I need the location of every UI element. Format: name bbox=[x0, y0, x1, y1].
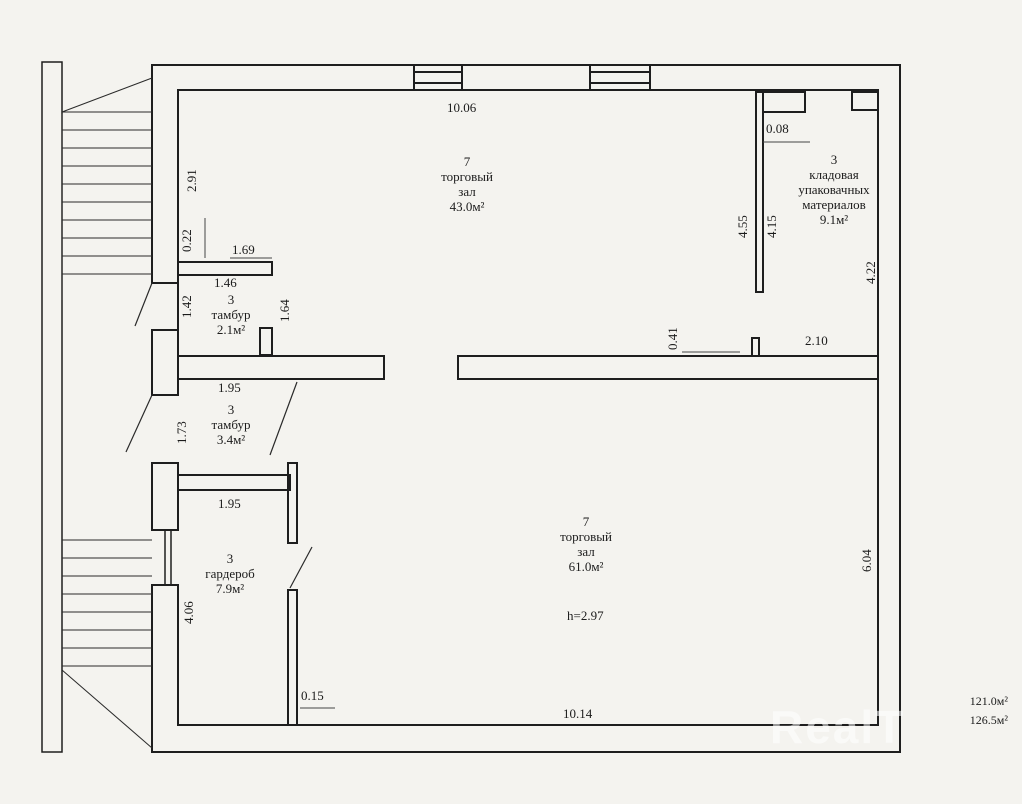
room-vestibule-1: 3 тамбур 2.1м² bbox=[196, 292, 266, 337]
dim-wall-gap: 0.41 bbox=[665, 327, 680, 350]
dim-storage-h1: 4.55 bbox=[735, 215, 750, 238]
partition-left bbox=[177, 355, 385, 380]
room-wardrobe: 3 гардероб 7.9м² bbox=[190, 551, 270, 596]
total-area-2: 126.5м² bbox=[969, 713, 1008, 727]
room-name: тамбур bbox=[211, 417, 251, 432]
storage-niche-right bbox=[851, 91, 879, 111]
dim-vestibule1-width: 1.46 bbox=[214, 275, 237, 290]
staircase-lower bbox=[61, 539, 153, 749]
dim-wardrobe-height: 4.06 bbox=[181, 601, 196, 624]
room-number: 3 bbox=[227, 402, 235, 417]
wall-wardrobe-post bbox=[287, 462, 298, 544]
window-top-right bbox=[589, 64, 651, 91]
room-name: кладовая bbox=[809, 167, 859, 182]
window-top-left bbox=[413, 64, 463, 91]
room-area: 2.1м² bbox=[216, 322, 246, 337]
dimension-lines bbox=[204, 141, 810, 709]
room-number: 7 bbox=[582, 514, 590, 529]
room-name-2: упаковачных bbox=[798, 182, 870, 197]
dim-wall-right: 2.10 bbox=[805, 333, 828, 348]
room-name-sub: зал bbox=[577, 544, 595, 559]
room-number: 7 bbox=[463, 154, 471, 169]
wall-wardrobe-right bbox=[287, 589, 298, 726]
dim-wall-len-a: 1.69 bbox=[232, 242, 255, 257]
room-area: 43.0м² bbox=[449, 199, 485, 214]
room-hall-top: 7 торговый зал 43.0м² bbox=[422, 154, 512, 214]
room-name-3: материалов bbox=[802, 197, 866, 212]
dim-left-upper: 2.91 bbox=[184, 169, 199, 192]
dim-vestibule1-height: 1.42 bbox=[179, 295, 194, 318]
partition-right bbox=[457, 355, 879, 380]
room-name: гардероб bbox=[205, 566, 255, 581]
dim-storage-gap: 0.08 bbox=[766, 121, 789, 136]
dim-vestibule2-width: 1.95 bbox=[218, 380, 241, 395]
dim-right-lower: 6.04 bbox=[859, 549, 874, 572]
dim-wardrobe-width: 1.95 bbox=[218, 496, 241, 511]
total-area-1: 121.0м² bbox=[969, 694, 1008, 708]
dim-storage-h2: 4.15 bbox=[764, 215, 779, 238]
room-storage: 3 кладовая упаковачных материалов 9.1м² bbox=[784, 152, 884, 227]
dim-left-small: 0.22 bbox=[179, 229, 194, 252]
room-area: 3.4м² bbox=[216, 432, 246, 447]
staircase-upper bbox=[61, 77, 153, 300]
partition-stub bbox=[751, 337, 760, 357]
dim-right-upper: 4.22 bbox=[863, 261, 878, 284]
watermark-logo: RealT bbox=[770, 701, 906, 753]
room-number: 3 bbox=[227, 292, 235, 307]
wall-block-wardrobe bbox=[151, 462, 179, 531]
room-vestibule-2: 3 тамбур 3.4м² bbox=[196, 402, 266, 447]
room-number: 3 bbox=[830, 152, 838, 167]
room-area: 61.0м² bbox=[568, 559, 604, 574]
wall-block-vestibule bbox=[151, 329, 179, 396]
wall-wardrobe-top bbox=[178, 474, 291, 491]
dim-bottom-width: 10.14 bbox=[563, 706, 593, 721]
storage-wall bbox=[755, 91, 764, 293]
room-name: торговый bbox=[441, 169, 493, 184]
door-swings bbox=[125, 282, 313, 589]
page-border-left bbox=[41, 61, 63, 753]
dim-vestibule2-height: 1.73 bbox=[174, 421, 189, 444]
storage-niche-left bbox=[762, 91, 806, 113]
room-name: тамбур bbox=[211, 307, 251, 322]
dim-door-gap: 0.15 bbox=[301, 688, 324, 703]
dim-top-width: 10.06 bbox=[447, 100, 477, 115]
ceiling-height: h=2.97 bbox=[567, 608, 604, 623]
room-area: 7.9м² bbox=[215, 581, 245, 596]
room-name: торговый bbox=[560, 529, 612, 544]
wall-vestibule-top bbox=[178, 261, 273, 276]
room-area: 9.1м² bbox=[819, 212, 849, 227]
room-hall-bottom: 7 торговый зал 61.0м² bbox=[541, 514, 631, 574]
dim-vestibule1-side: 1.64 bbox=[277, 299, 292, 322]
room-number: 3 bbox=[226, 551, 234, 566]
room-name-sub: зал bbox=[458, 184, 476, 199]
